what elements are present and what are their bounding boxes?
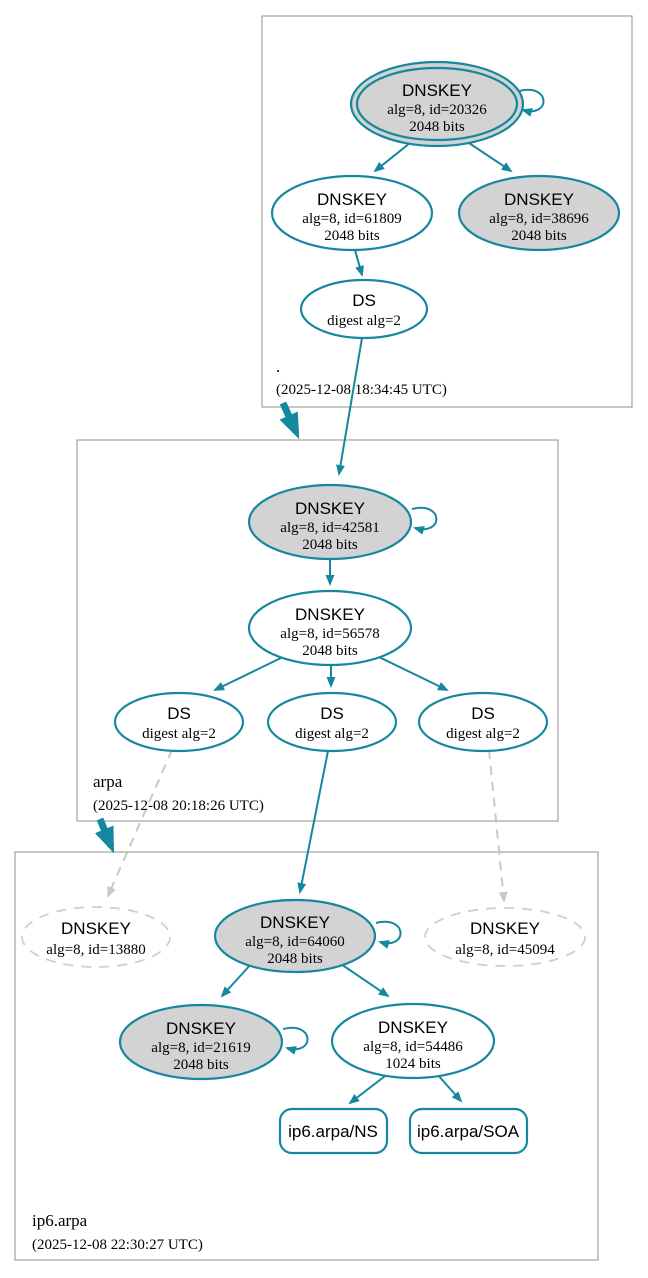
edge-root-zsk-to-ds [354,249,364,277]
dnskey-45094-title: DNSKEY [470,919,540,938]
dnskey-61809-bits: 2048 bits [324,228,380,244]
ds-arpa-3-detail: digest alg=2 [446,726,520,742]
zone-label-arpa: arpa [93,772,123,791]
dnskey-node-20326[interactable]: DNSKEY alg=8, id=20326 2048 bits [349,60,525,148]
dnskey-45094-detail: alg=8, id=45094 [455,942,555,958]
dnskey-13880-detail: alg=8, id=13880 [46,942,145,958]
edge-arpa-zsk-to-ds3 [378,656,449,691]
zone-timestamp-arpa: (2025-12-08 20:18:26 UTC) [93,798,264,814]
dnskey-61809-detail: alg=8, id=61809 [302,211,401,227]
dnskey-42581-bits: 2048 bits [302,537,358,553]
dnskey-54486-bits: 1024 bits [385,1056,441,1072]
ds-node-arpa-1[interactable]: DS digest alg=2 [113,691,245,753]
dnskey-56578-title: DNSKEY [295,605,365,624]
dnskey-21619-title: DNSKEY [166,1019,236,1038]
dnskey-64060-title: DNSKEY [260,913,330,932]
dnskey-42581-title: DNSKEY [295,499,365,518]
dnskey-21619-detail: alg=8, id=21619 [151,1040,250,1056]
edge-arpa-ksk-self-sign [411,506,438,535]
zone-timestamp-ip6-arpa: (2025-12-08 22:30:27 UTC) [32,1237,203,1253]
zone-label-ip6-arpa: ip6.arpa [32,1211,88,1230]
edge-ip6-ksk-to-key21619 [220,962,253,998]
edge-arpa-zsk-to-ds1 [213,656,284,691]
ds-arpa-1-detail: digest alg=2 [142,726,216,742]
edge-ip6-ksk-self-sign [375,920,402,949]
edge-root-ksk-self-sign [518,88,545,117]
dnskey-node-45094-missing[interactable]: DNSKEY alg=8, id=45094 [424,907,586,967]
edge-ip6-zsk-to-ns-rrset [348,1072,390,1105]
dnskey-node-13880-missing[interactable]: DNSKEY alg=8, id=13880 [21,906,171,968]
ds-arpa-3-title: DS [471,704,495,723]
rrset-soa-label: ip6.arpa/SOA [417,1122,520,1141]
dnskey-node-56578[interactable]: DNSKEY alg=8, id=56578 2048 bits [247,589,413,667]
dnskey-64060-bits: 2048 bits [267,951,323,967]
dnskey-38696-title: DNSKEY [504,190,574,209]
dnskey-61809-title: DNSKEY [317,190,387,209]
dnskey-38696-bits: 2048 bits [511,228,567,244]
dnskey-21619-bits: 2048 bits [173,1057,229,1073]
dnskey-node-54486[interactable]: DNSKEY alg=8, id=54486 1024 bits [330,1002,496,1080]
rrset-node-ip6-arpa-ns[interactable]: ip6.arpa/NS [278,1107,389,1155]
edge-arpa-ds1-to-missing-dnskey-13880 [107,749,173,898]
edge-delegation-arpa-to-ip6-arpa [94,817,115,854]
dnskey-20326-bits: 2048 bits [409,119,465,135]
dnskey-node-42581[interactable]: DNSKEY alg=8, id=42581 2048 bits [247,483,413,561]
edge-root-ksk-to-zsk [373,142,411,173]
edge-ip6-ksk-to-zsk [337,961,390,998]
dnskey-13880-title: DNSKEY [61,919,131,938]
dnskey-54486-detail: alg=8, id=54486 [363,1039,463,1055]
zone-label-root: . [276,357,280,376]
rrset-node-ip6-arpa-soa[interactable]: ip6.arpa/SOA [408,1107,529,1155]
ds-root-detail: digest alg=2 [327,313,401,329]
ds-node-root[interactable]: DS digest alg=2 [299,278,429,340]
rrset-ns-label: ip6.arpa/NS [288,1122,378,1141]
ds-node-arpa-2[interactable]: DS digest alg=2 [266,691,398,753]
edge-ip6-zsk-to-soa-rrset [436,1073,463,1103]
dnskey-56578-bits: 2048 bits [302,643,358,659]
ds-root-title: DS [352,291,376,310]
dnskey-42581-detail: alg=8, id=42581 [280,520,379,536]
edge-root-ds-to-arpa-ksk [336,337,363,476]
dnskey-20326-title: DNSKEY [402,81,472,100]
dnskey-38696-detail: alg=8, id=38696 [489,211,589,227]
zone-box-root [261,15,633,408]
dnskey-64060-detail: alg=8, id=64060 [245,934,344,950]
dnskey-node-21619[interactable]: DNSKEY alg=8, id=21619 2048 bits [118,1003,284,1081]
zone-box-ip6-arpa [14,851,599,1261]
dnskey-54486-title: DNSKEY [378,1018,448,1037]
ds-arpa-2-detail: digest alg=2 [295,726,369,742]
ds-arpa-1-title: DS [167,704,191,723]
zone-timestamp-root: (2025-12-08 18:34:45 UTC) [276,382,447,398]
dnskey-node-64060[interactable]: DNSKEY alg=8, id=64060 2048 bits [213,898,377,974]
dnskey-20326-detail: alg=8, id=20326 [387,102,487,118]
edge-delegation-root-to-arpa [279,401,300,440]
dnskey-node-38696[interactable]: DNSKEY alg=8, id=38696 2048 bits [457,174,621,252]
ds-arpa-2-title: DS [320,704,344,723]
ds-node-arpa-3[interactable]: DS digest alg=2 [417,691,549,753]
zone-box-arpa [76,439,559,822]
edge-root-ksk-to-key38696 [465,140,513,173]
dnskey-node-61809[interactable]: DNSKEY alg=8, id=61809 2048 bits [270,174,434,252]
edge-arpa-ds2-to-ip6-ksk [297,750,329,894]
edge-arpa-ds3-to-missing-dnskey-45094 [488,749,508,903]
dnskey-56578-detail: alg=8, id=56578 [280,626,379,642]
edge-ip6-key21619-self-sign [282,1026,309,1055]
